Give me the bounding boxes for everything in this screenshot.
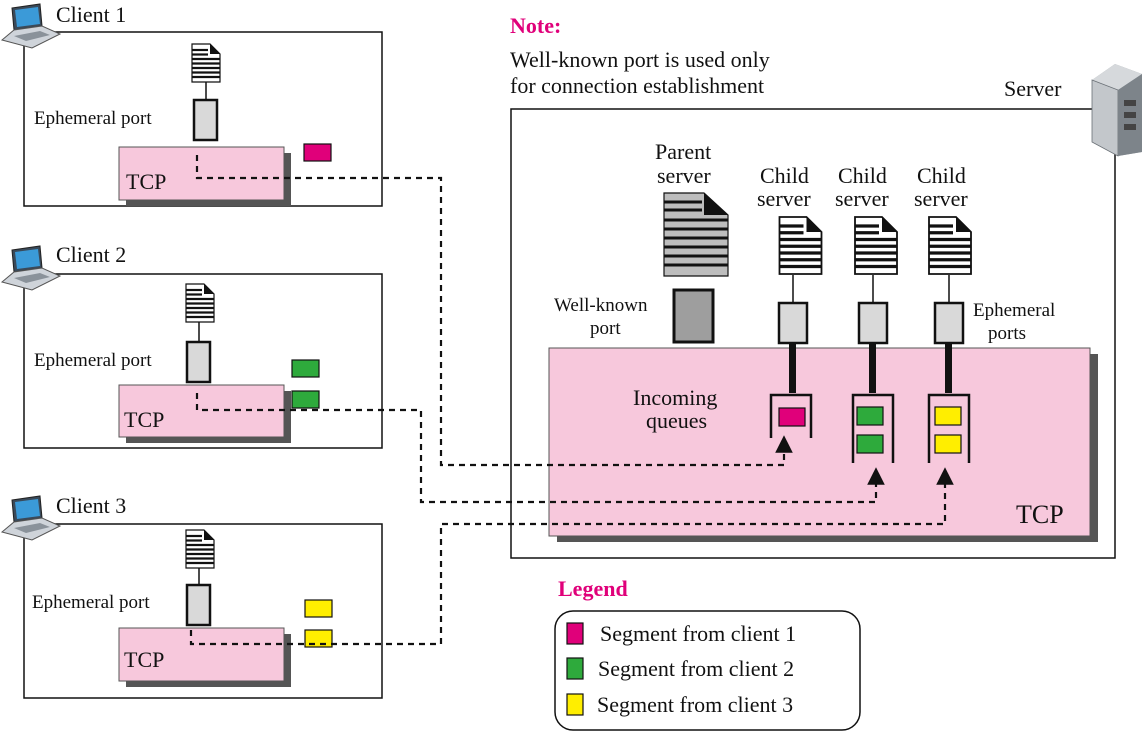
ephemeral-ports-label-2: ports xyxy=(988,323,1026,344)
legend-swatch-client-2 xyxy=(566,657,584,680)
parent-server-label-2: server xyxy=(657,163,711,188)
legend-swatch-client-3 xyxy=(566,693,584,716)
server-tcp-label: TCP xyxy=(1016,500,1064,529)
server-tower-icon xyxy=(1091,64,1142,157)
child-server-2-ephemeral-port xyxy=(857,301,889,345)
queued-segment-client-3 xyxy=(934,406,962,426)
queued-segment-client-2 xyxy=(856,406,884,426)
connection-client-1 xyxy=(195,155,793,467)
client-3-tcp-box xyxy=(118,627,285,682)
child-server-2-doc-icon xyxy=(853,215,899,276)
queued-segment-client-1 xyxy=(778,407,806,427)
client-2-label: Client 2 xyxy=(56,242,126,267)
note-line-1: Well-known port is used only xyxy=(510,47,770,72)
note-line-2: for connection establishment xyxy=(510,73,764,98)
queued-segment-client-3 xyxy=(934,434,962,454)
client-2-port-label: Ephemeral port xyxy=(34,350,152,371)
child-server-2-label-2: server xyxy=(835,186,889,211)
ephemeral-ports-label-1: Ephemeral xyxy=(973,300,1055,321)
client-1-ephemeral-port xyxy=(192,98,219,142)
incoming-queue-2 xyxy=(851,393,895,463)
child-server-1-label-2: server xyxy=(757,186,811,211)
legend-label-client-1: Segment from client 1 xyxy=(600,621,796,646)
server-tcp-box xyxy=(548,347,1091,537)
client-1-tcp-box xyxy=(118,146,285,201)
client-3-ephemeral-port xyxy=(185,583,212,627)
child-server-1-doc-icon xyxy=(777,215,824,276)
client-1-process-doc-icon xyxy=(190,42,222,84)
client-3-port-label: Ephemeral port xyxy=(32,592,150,613)
client-1-port-label: Ephemeral port xyxy=(34,108,152,129)
incoming-queue-3 xyxy=(927,393,971,463)
legend-swatch-client-1 xyxy=(566,622,584,645)
legend-box xyxy=(554,610,861,731)
client-3-segment xyxy=(304,629,333,648)
incoming-queues-label-1: Incoming xyxy=(633,385,717,410)
incoming-queue-1 xyxy=(769,393,813,438)
client-1-segment xyxy=(303,143,332,162)
client-1-tcp-label: TCP xyxy=(126,169,166,194)
child-server-2-label-1: Child xyxy=(838,163,887,188)
client-3-tcp-label: TCP xyxy=(124,647,164,672)
client-3-process-doc-icon xyxy=(184,528,216,570)
client-3-segment xyxy=(304,599,333,618)
well-known-port-label-1: Well-known xyxy=(554,295,648,316)
legend-title: Legend xyxy=(558,576,628,601)
client-2-segment xyxy=(291,359,320,378)
connection-client-3 xyxy=(189,467,954,646)
legend-label-client-2: Segment from client 2 xyxy=(598,656,794,681)
child-server-3-doc-icon xyxy=(927,215,973,276)
child-server-1-ephemeral-port xyxy=(777,301,809,345)
well-known-port-label-2: port xyxy=(590,318,621,339)
server-label: Server xyxy=(1004,76,1062,101)
note-title: Note: xyxy=(510,13,561,38)
parent-server-label-1: Parent xyxy=(655,139,711,164)
child-server-3-ephemeral-port xyxy=(933,301,965,345)
client-2-ephemeral-port xyxy=(185,340,212,384)
client-2-process-doc-icon xyxy=(184,282,216,324)
well-known-port xyxy=(672,288,715,344)
incoming-queues-label-2: queues xyxy=(646,408,707,433)
connection-client-2 xyxy=(195,393,885,504)
client-2-tcp-label: TCP xyxy=(124,407,164,432)
child-server-3-label-1: Child xyxy=(917,163,966,188)
client-2-segment xyxy=(291,390,320,409)
child-server-3-label-2: server xyxy=(914,186,968,211)
legend-label-client-3: Segment from client 3 xyxy=(597,692,793,717)
queued-segment-client-2 xyxy=(856,434,884,454)
parent-server-doc-icon xyxy=(663,192,729,277)
client-1-label: Client 1 xyxy=(56,2,126,27)
client-3-label: Client 3 xyxy=(56,493,126,518)
child-server-1-label-1: Child xyxy=(760,163,809,188)
